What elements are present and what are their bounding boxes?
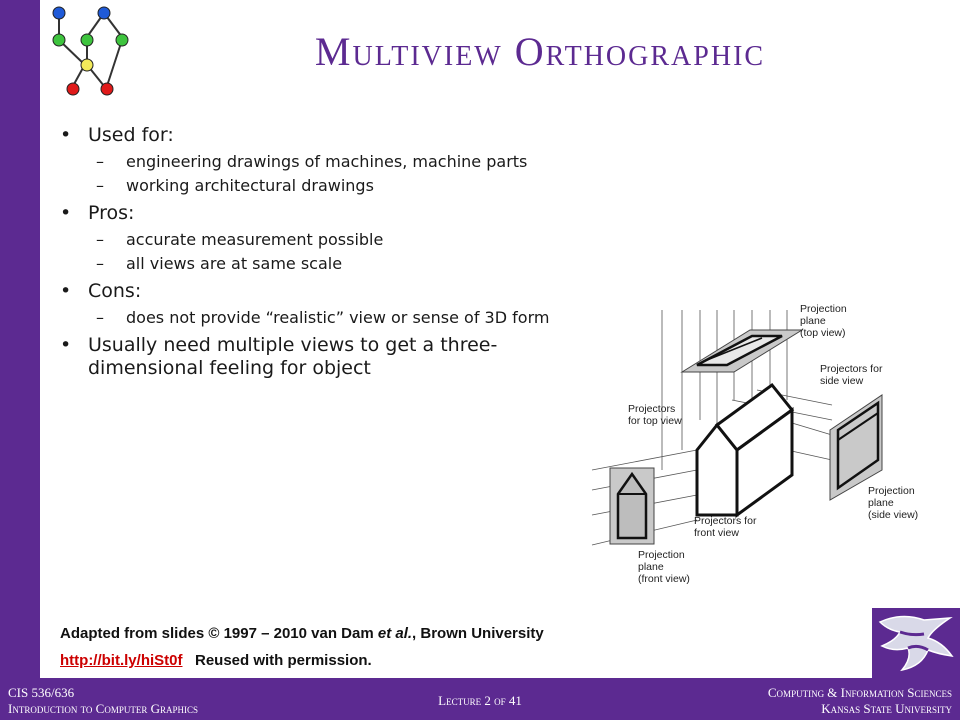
left-accent-bar bbox=[0, 0, 40, 678]
credit-text: Adapted from slides © 1997 – 2010 van Da… bbox=[60, 625, 378, 642]
side-view-plane bbox=[829, 394, 883, 501]
sub-list: accurate measurement possible all views … bbox=[88, 229, 558, 274]
bullet-text: Used for: bbox=[88, 124, 174, 146]
bullet-list: Used for: engineering drawings of machin… bbox=[58, 118, 558, 380]
sub-list: engineering drawings of machines, machin… bbox=[88, 151, 558, 196]
credit-italic: et al. bbox=[377, 625, 413, 642]
credit-line: http://bit.ly/hiSt0f Reused with permiss… bbox=[60, 647, 544, 674]
credit-line: Adapted from slides © 1997 – 2010 van Da… bbox=[60, 620, 544, 647]
bullet-text: Usually need multiple views to get a thr… bbox=[88, 334, 498, 379]
credit-text: , Brown University bbox=[412, 625, 544, 642]
sub-list: does not provide “realistic” view or sen… bbox=[88, 307, 558, 328]
credit-text: Reused with permission. bbox=[182, 652, 372, 669]
sub-item: engineering drawings of machines, machin… bbox=[88, 151, 558, 172]
bullet-item: Pros: accurate measurement possible all … bbox=[58, 202, 558, 274]
lecture-number: Lecture 2 of 41 bbox=[438, 693, 522, 708]
bullet-item: Cons: does not provide “realistic” view … bbox=[58, 280, 558, 328]
footer-bar: CIS 536/636 Introduction to Computer Gra… bbox=[0, 678, 960, 720]
top-view-plane bbox=[680, 329, 804, 373]
sub-item: does not provide “realistic” view or sen… bbox=[88, 307, 558, 328]
university-name: Kansas State University bbox=[821, 701, 952, 716]
house-object bbox=[695, 382, 795, 518]
bullet-text: Cons: bbox=[88, 280, 142, 302]
course-name: Introduction to Computer Graphics bbox=[8, 701, 198, 716]
sub-item: accurate measurement possible bbox=[88, 229, 558, 250]
bullet-item: Usually need multiple views to get a thr… bbox=[58, 334, 558, 380]
front-view-plane bbox=[609, 467, 655, 545]
credit-block: Adapted from slides © 1997 – 2010 van Da… bbox=[60, 620, 544, 674]
kstate-wildcat-logo-icon bbox=[872, 608, 960, 678]
graph-logo-icon bbox=[52, 6, 129, 96]
bullet-item: Used for: engineering drawings of machin… bbox=[58, 124, 558, 196]
bullet-text: Pros: bbox=[88, 202, 135, 224]
source-link[interactable]: http://bit.ly/hiSt0f bbox=[60, 652, 183, 669]
sub-item: all views are at same scale bbox=[88, 253, 558, 274]
department-name: Computing & Information Sciences bbox=[767, 685, 952, 700]
sub-item: working architectural drawings bbox=[88, 175, 558, 196]
course-code: CIS 536/636 bbox=[8, 685, 75, 700]
slide-title: Multiview Orthographic bbox=[314, 29, 766, 74]
